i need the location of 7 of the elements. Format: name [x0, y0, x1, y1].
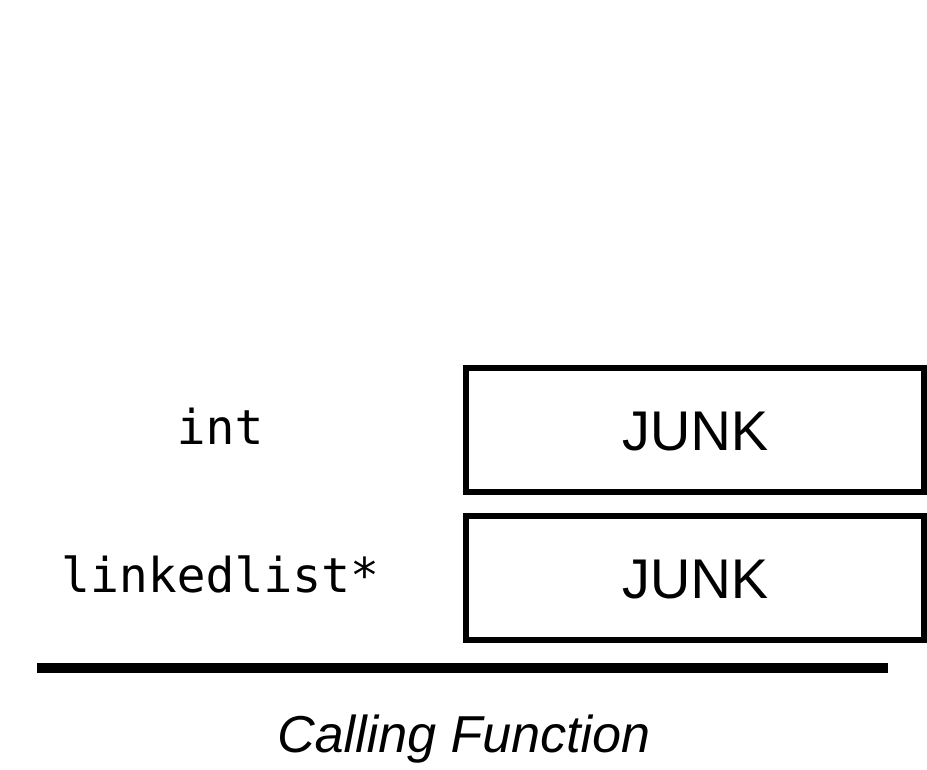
cell-value: JUNK [622, 398, 768, 462]
type-label: linkedlist* [60, 548, 380, 604]
memory-cell [463, 365, 927, 495]
cell-value: JUNK [622, 546, 768, 610]
memory-cell [463, 513, 927, 643]
caption: Calling Function [276, 705, 651, 765]
type-label: int [176, 400, 264, 456]
